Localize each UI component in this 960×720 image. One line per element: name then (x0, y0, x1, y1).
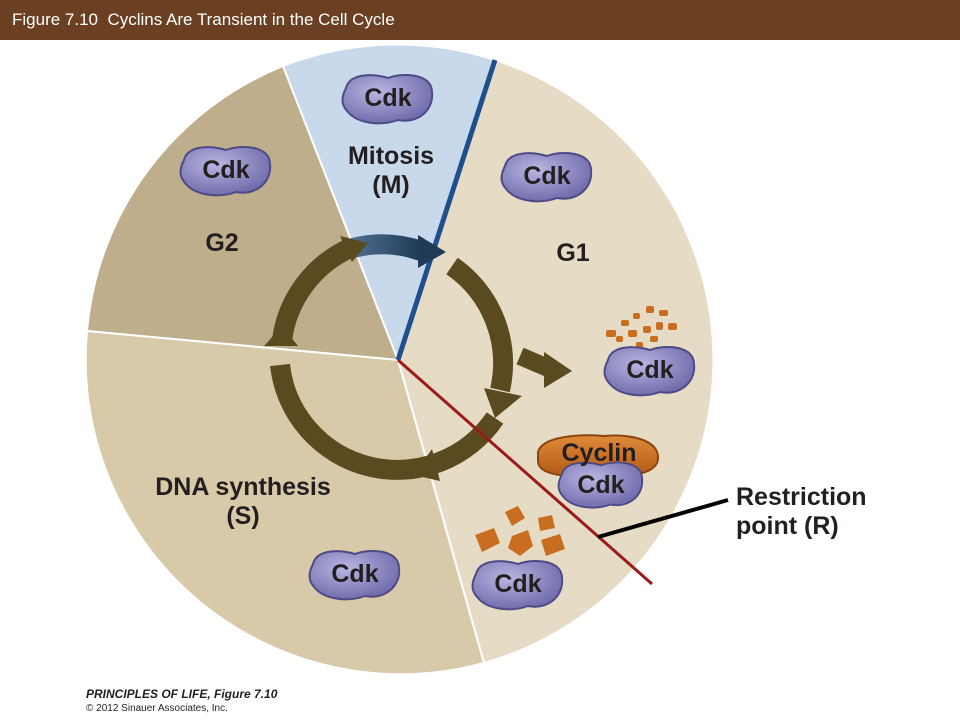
cdk-label: Cdk (364, 84, 411, 112)
figure-title: Figure 7.10 Cyclins Are Transient in the… (12, 10, 395, 29)
restriction-pointer-line (597, 498, 729, 539)
cyclin-label: Cyclin (561, 439, 636, 467)
arrow-g2-to-m (272, 239, 353, 342)
cdk-label: Cdk (523, 162, 570, 190)
g1-label: G1 (556, 239, 589, 267)
arrow-g1-to-s (446, 257, 514, 393)
cdk-label: Cdk (626, 356, 673, 384)
mitosis-sector (281, 43, 497, 363)
arrow-s-to-g2 (270, 363, 504, 480)
s-phase-label: DNA synthesis(S) (155, 473, 331, 530)
g1-boundary-line (395, 59, 498, 361)
mitosis-label: Mitosis(M) (348, 142, 434, 199)
copyright: © 2012 Sinauer Associates, Inc. (86, 703, 228, 714)
cyclin-fragments-top (606, 306, 677, 348)
g2-label: G2 (205, 229, 238, 257)
restriction-line (397, 358, 653, 586)
g2-sector (85, 64, 400, 362)
cycle-arrows (264, 234, 572, 481)
arrow-exit (516, 347, 552, 377)
cdk-label: Cdk (577, 471, 624, 499)
cdk-label: Cdk (202, 156, 249, 184)
cdk-label: Cdk (331, 560, 378, 588)
cyclin-fragments-bottom (475, 506, 565, 556)
figure-credit: PRINCIPLES OF LIFE, Figure 7.10 (86, 687, 278, 701)
title-bar: Figure 7.10 Cyclins Are Transient in the… (0, 0, 960, 40)
cdk-label: Cdk (494, 570, 541, 598)
